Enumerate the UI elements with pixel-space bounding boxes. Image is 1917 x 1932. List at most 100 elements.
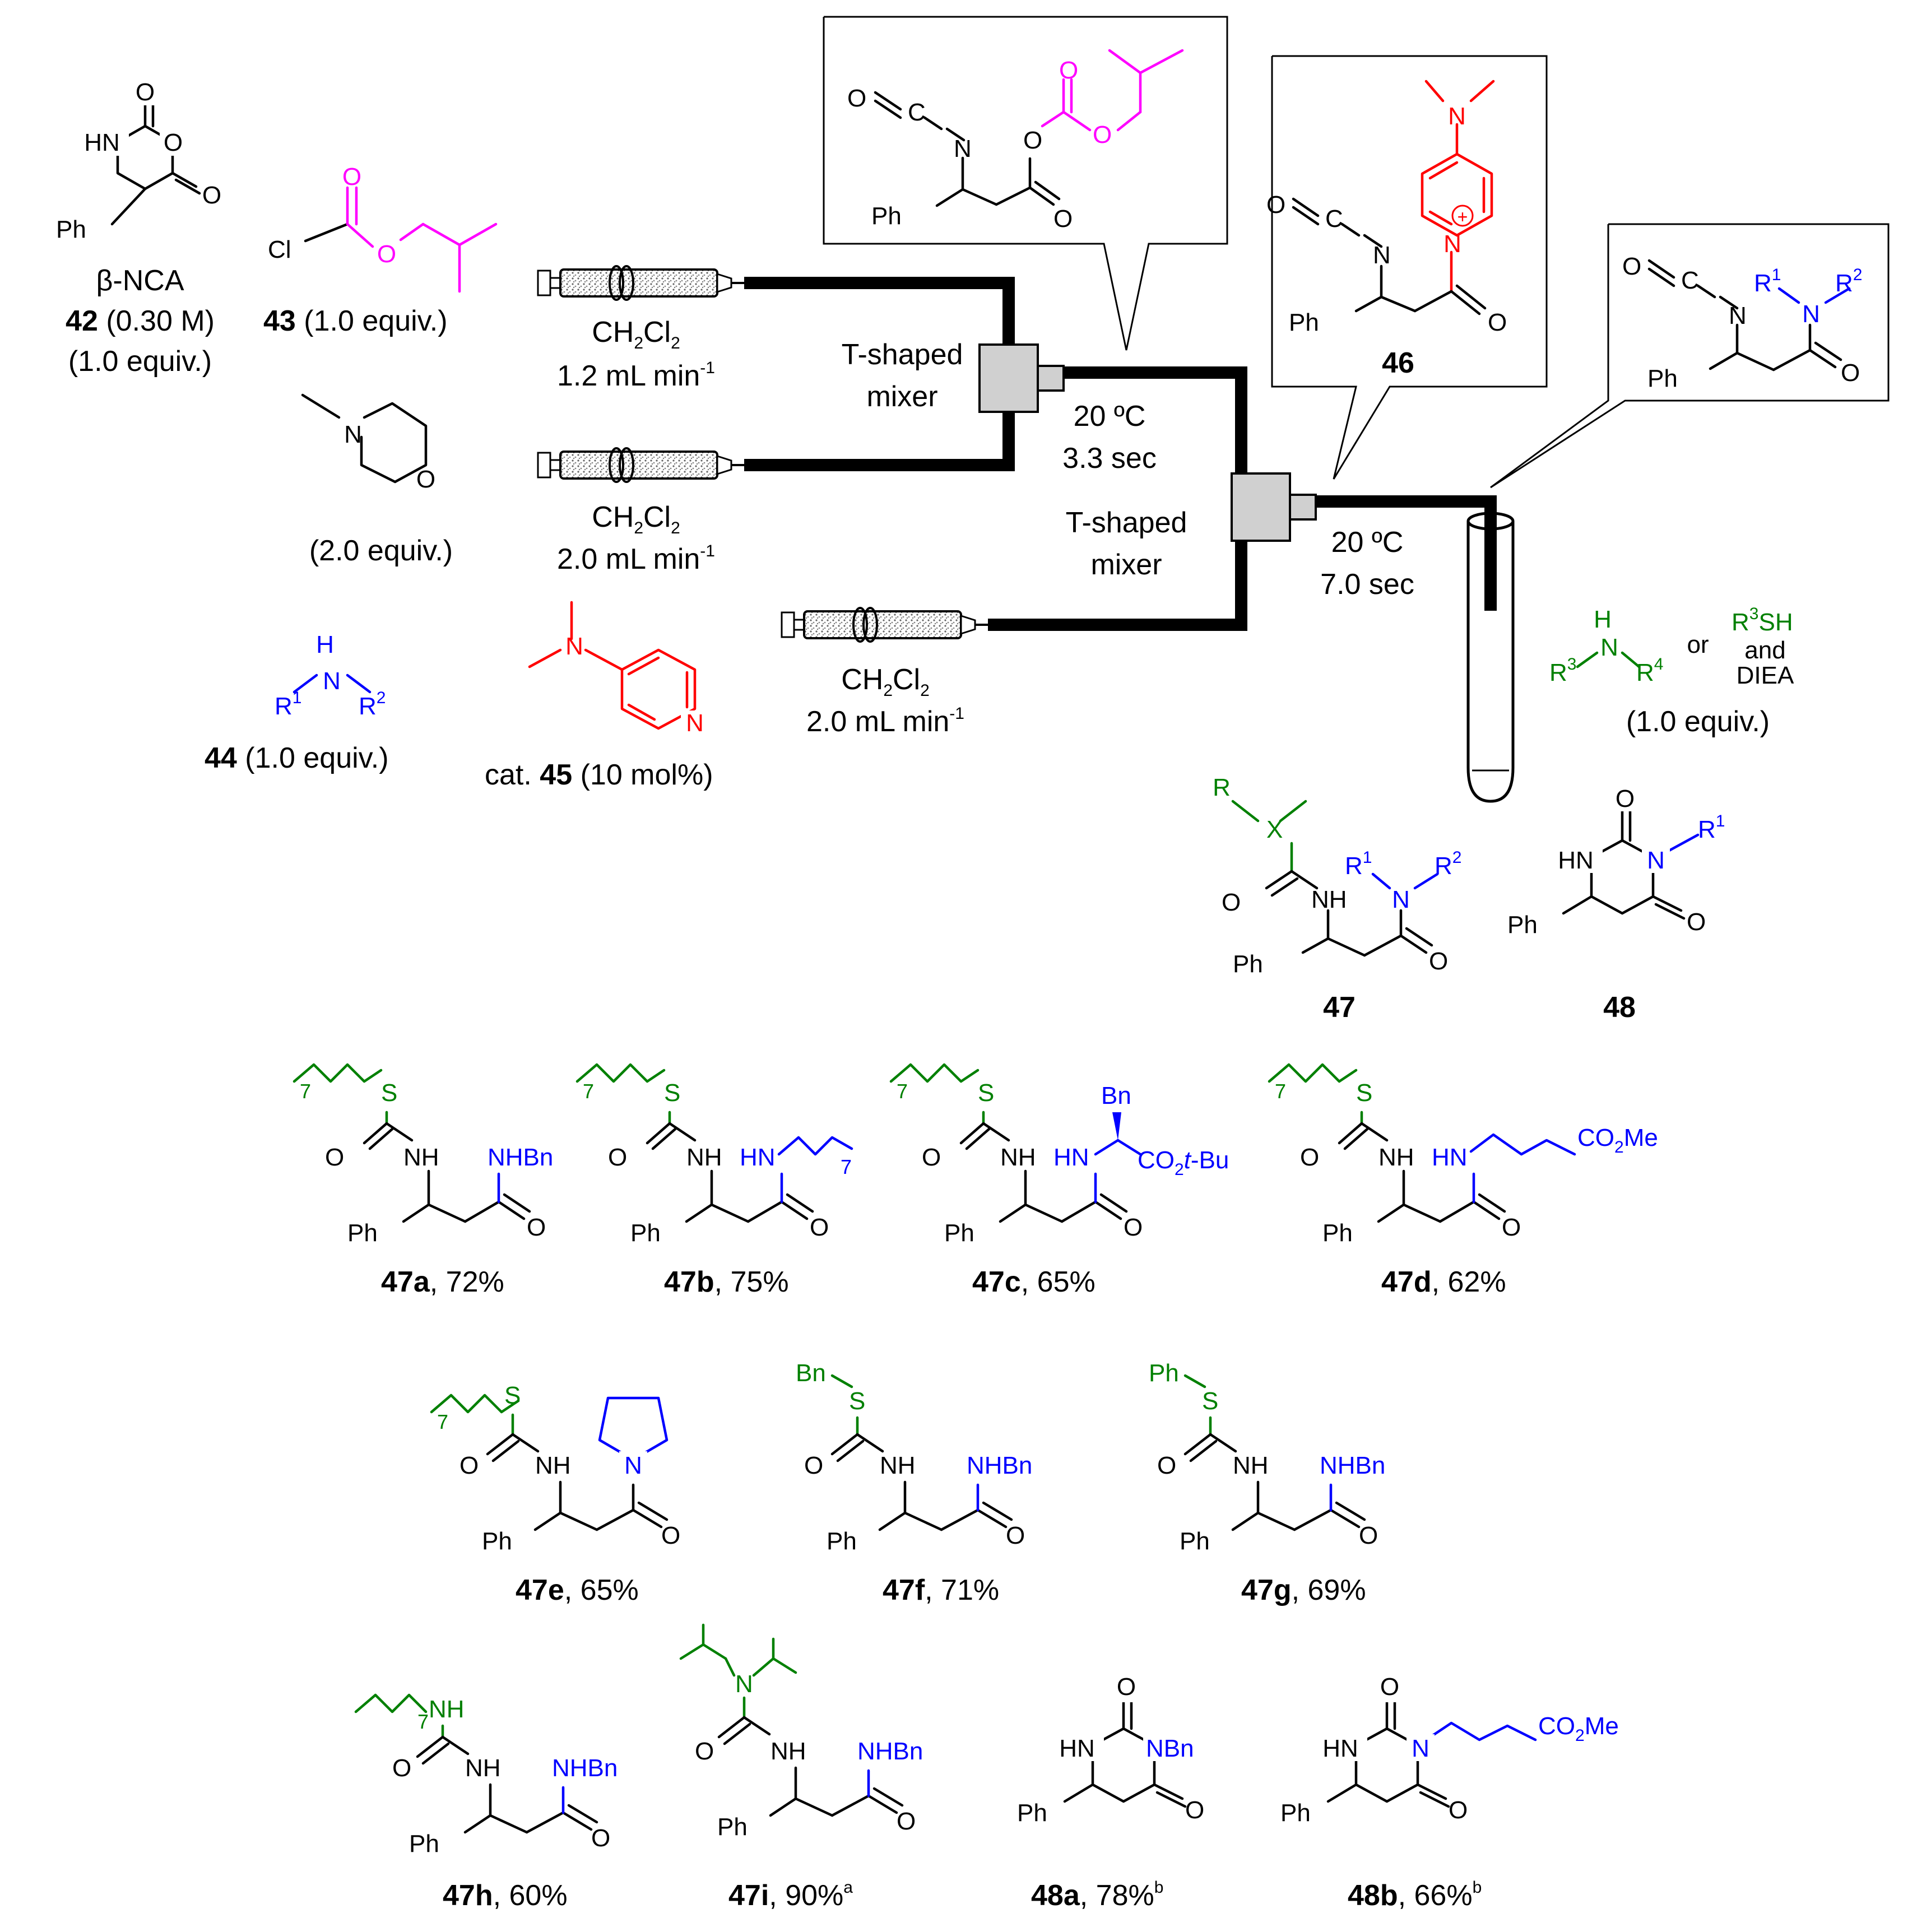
mixer-2-label-a: T-shaped (1066, 507, 1187, 539)
mixer-1-label-a: T-shaped (842, 338, 963, 371)
svg-text:7: 7 (437, 1410, 448, 1433)
svg-text:HN: HN (84, 129, 120, 156)
label-diea: DIEA (1737, 662, 1794, 689)
svg-text:Ph: Ph (409, 1830, 439, 1857)
svg-text:N: N (323, 667, 341, 695)
product-48a-structure: O HN NBn O Ph (1017, 1673, 1222, 1827)
svg-text:H: H (1594, 606, 1612, 633)
svg-text:O: O (325, 1144, 344, 1171)
svg-text:Cl: Cl (268, 236, 291, 263)
svg-text:O: O (1093, 121, 1112, 148)
svg-text:N: N (1373, 242, 1391, 269)
product-47f-structure: Bn S O NH NHBn Ph O (796, 1359, 1032, 1555)
svg-text:O: O (1502, 1214, 1521, 1241)
svg-text:O: O (202, 182, 221, 209)
svg-text:O: O (1185, 1796, 1204, 1824)
svg-text:O: O (416, 466, 435, 493)
svg-text:N: N (735, 1670, 753, 1698)
svg-text:N: N (624, 1452, 642, 1479)
product-47b-label: 47b, 75% (664, 1266, 789, 1298)
svg-text:R3SH: R3SH (1732, 605, 1793, 636)
stage-2-time: 7.0 sec (1320, 568, 1414, 601)
svg-text:Ph: Ph (482, 1527, 512, 1555)
svg-text:O: O (1006, 1522, 1025, 1549)
svg-text:NH: NH (1311, 886, 1347, 913)
label-45: cat. 45 (10 mol%) (485, 759, 713, 791)
t-mixer-2 (1231, 472, 1317, 542)
svg-text:R1: R1 (1754, 266, 1781, 297)
compound-48-generic: O HN N R1 O Ph (1507, 784, 1725, 939)
syringe-pump-2 (537, 447, 745, 483)
svg-text:Bn: Bn (796, 1359, 826, 1387)
label-42-conc: 42 (0.30 M) (66, 305, 215, 337)
svg-text:Ph: Ph (871, 202, 902, 230)
svg-text:7: 7 (583, 1080, 594, 1103)
svg-text:7: 7 (1275, 1080, 1286, 1103)
svg-text:O: O (1449, 1796, 1468, 1824)
svg-text:Ph: Ph (1180, 1527, 1210, 1555)
svg-text:HN: HN (1059, 1735, 1095, 1762)
svg-text:N: N (1392, 886, 1410, 913)
svg-text:O: O (1117, 1673, 1136, 1701)
svg-text:O: O (1687, 908, 1706, 936)
label-beta-nca: β-NCA (96, 264, 184, 297)
label-and: and (1744, 637, 1785, 664)
svg-text:Ph: Ph (1289, 309, 1319, 336)
svg-text:NH: NH (1000, 1144, 1036, 1171)
product-47e-structure: 7 S O NH N Ph O (430, 1382, 680, 1555)
svg-text:NH: NH (1233, 1452, 1269, 1479)
svg-text:Ph: Ph (944, 1219, 974, 1247)
svg-text:O: O (392, 1754, 411, 1782)
svg-text:7: 7 (417, 1710, 429, 1733)
stage-2-temp: 20 ºC (1331, 526, 1404, 559)
label-nmm-equiv: (2.0 equiv.) (309, 535, 453, 567)
svg-text:O: O (847, 85, 866, 112)
svg-text:R2: R2 (359, 689, 386, 720)
product-47a-label: 47a, 72% (381, 1266, 504, 1298)
svg-text:NHBn: NHBn (967, 1452, 1032, 1479)
svg-text:O: O (1124, 1214, 1143, 1241)
svg-text:NH: NH (465, 1754, 501, 1782)
product-47h-label: 47h, 60% (443, 1879, 568, 1912)
svg-text:C: C (908, 99, 926, 126)
product-47g-structure: Ph S O NH NHBn Ph O (1149, 1359, 1385, 1555)
svg-text:O: O (1359, 1522, 1378, 1549)
svg-text:Ph: Ph (1017, 1799, 1047, 1827)
svg-text:O: O (1300, 1144, 1319, 1171)
svg-text:O: O (1023, 127, 1042, 154)
product-47c-structure: 7 S O NH HN Bn CO2t-Bu Ph O (889, 1063, 1229, 1247)
product-47e-label: 47e, 65% (516, 1574, 639, 1606)
svg-text:O: O (1429, 948, 1448, 975)
svg-text:O: O (1622, 253, 1641, 280)
svg-text:C: C (1681, 267, 1699, 294)
svg-text:O: O (1059, 57, 1078, 84)
svg-text:CO2t-Bu: CO2t-Bu (1138, 1146, 1229, 1179)
svg-text:NH: NH (686, 1144, 722, 1171)
flow-rate-3: 2.0 mL min-1 (806, 704, 964, 738)
solvent-2: CH2Cl2 (592, 501, 680, 537)
label-43: 43 (1.0 equiv.) (263, 305, 448, 337)
svg-text:S: S (504, 1382, 521, 1409)
mixer-1-label-b: mixer (866, 380, 937, 413)
svg-text:H: H (316, 631, 334, 658)
product-47i-structure: N O NH NHBn Ph O (679, 1623, 923, 1841)
svg-text:Bn: Bn (1101, 1082, 1131, 1109)
product-47i-label: 47i, 90%a (728, 1878, 853, 1912)
svg-text:Ph: Ph (1233, 950, 1263, 978)
svg-text:N: N (1647, 847, 1665, 874)
svg-text:S: S (664, 1079, 680, 1107)
svg-text:Ph: Ph (1149, 1359, 1179, 1387)
svg-text:Ph: Ph (827, 1527, 857, 1555)
svg-text:X: X (1266, 816, 1283, 843)
svg-text:NH: NH (880, 1452, 916, 1479)
label-42-equiv: (1.0 equiv.) (68, 345, 212, 378)
svg-text:Ph: Ph (1322, 1219, 1353, 1247)
product-47f-label: 47f, 71% (883, 1574, 999, 1606)
flow-rate-1: 1.2 mL min-1 (557, 359, 715, 392)
svg-text:O: O (1841, 359, 1860, 387)
product-47c-label: 47c, 65% (972, 1266, 1096, 1298)
label-46: 46 (1382, 347, 1414, 379)
svg-text:HN: HN (1558, 847, 1594, 874)
label-44: 44 (1.0 equiv.) (205, 742, 389, 774)
svg-text:N: N (1729, 302, 1747, 329)
